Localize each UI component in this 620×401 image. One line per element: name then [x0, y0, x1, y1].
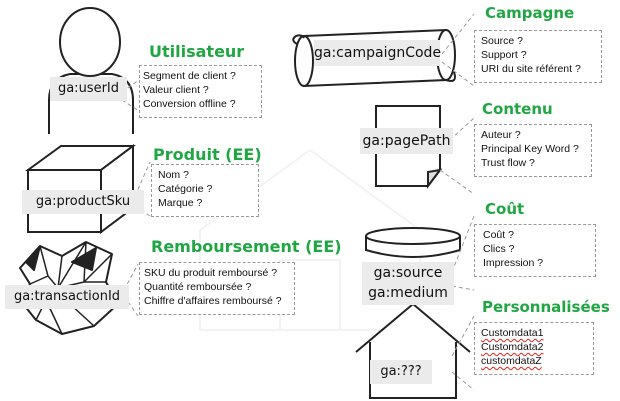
list-item: Valeur client ?	[143, 84, 209, 96]
key-custom: ga:???	[370, 360, 432, 384]
heading-remboursement: Remboursement (EE)	[151, 237, 342, 256]
list-item: Customdata1	[481, 326, 593, 340]
list-item: URI du site référent ?	[481, 63, 581, 75]
box-icon	[24, 144, 136, 234]
key-transactionid: ga:transactionId	[5, 285, 129, 309]
heading-utilisateur: Utilisateur	[149, 42, 245, 61]
list-item-text: Customdata1	[481, 327, 544, 339]
person-icon	[48, 7, 134, 134]
list-item-text: customdataZ	[481, 355, 542, 367]
questions-box-produit: Nom ? Catégorie ? Marque ?	[151, 164, 259, 217]
list-item: Trust flow ?	[481, 157, 535, 169]
list-item: Coût ?	[483, 229, 514, 241]
list-item: Principal Key Word ?	[481, 143, 579, 155]
list-item: Nom ?	[158, 169, 189, 181]
list-item: Catégorie ?	[158, 183, 213, 195]
list-item: Chiffre d'affaires remboursé ?	[144, 295, 282, 307]
questions-box-cout: Coût ? Clics ? Impression ?	[474, 224, 596, 277]
questions-box-personnalisees: Customdata1 Customdata2 customdataZ	[474, 322, 594, 375]
questions-box-campagne: Source ? Support ? URI du site référent …	[474, 30, 602, 83]
questions-box-utilisateur: Segment de client ? Valeur client ? Conv…	[139, 65, 262, 118]
list-item: Support ?	[481, 49, 527, 61]
list-item: Clics ?	[483, 243, 515, 255]
disk-icon	[365, 227, 461, 258]
connector-lines	[121, 13, 475, 391]
list-item: Marque ?	[158, 197, 203, 209]
list-item: Impression ?	[483, 257, 544, 269]
heading-campagne: Campagne	[485, 4, 575, 22]
key-productsku: ga:productSku	[22, 190, 144, 214]
questions-box-contenu: Auteur ? Principal Key Word ? Trust flow…	[474, 124, 592, 177]
heading-produit: Produit (EE)	[153, 145, 262, 164]
list-item: Conversion offline ?	[143, 98, 236, 110]
list-item: Auteur ?	[481, 129, 521, 141]
list-item-text: Customdata2	[481, 341, 544, 353]
key-campaigncode: ga:campaignCode	[314, 40, 441, 66]
key-source: ga:source	[373, 265, 443, 281]
heading-contenu: Contenu	[482, 100, 553, 118]
key-source-medium: ga:source ga:medium	[362, 262, 454, 305]
list-item: SKU du produit remboursé ?	[144, 267, 278, 279]
questions-box-remboursement: SKU du produit remboursé ? Quantité remb…	[139, 262, 295, 315]
list-item: Source ?	[481, 35, 524, 47]
list-item: Quantité remboursée ?	[144, 281, 252, 293]
key-medium: ga:medium	[368, 285, 448, 301]
key-pagepath: ga:pagePath	[360, 128, 453, 154]
heading-personnalisees: Personnalisées	[482, 298, 610, 316]
heading-cout: Coût	[485, 200, 525, 218]
list-item: Segment de client ?	[143, 70, 236, 82]
list-item: Customdata2	[481, 340, 593, 354]
key-userid: ga:userId	[50, 77, 127, 101]
list-item: customdataZ	[481, 354, 593, 368]
